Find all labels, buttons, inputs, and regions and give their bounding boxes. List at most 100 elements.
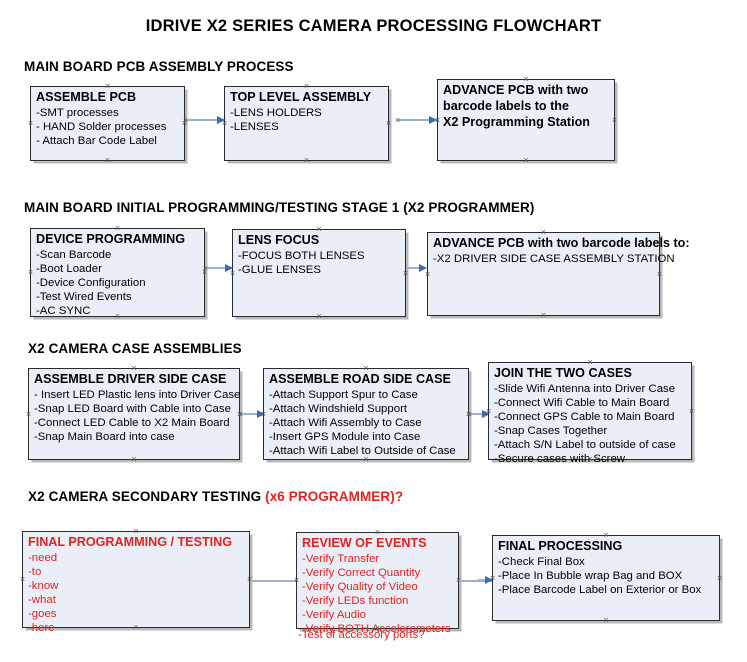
flow-box-line: -goes <box>28 608 57 621</box>
flow-box-title: ADVANCE PCB with two barcode labels to: <box>433 236 690 250</box>
flow-box-assemble-pcb[interactable]: ASSEMBLE PCB -SMT processes - HAND Solde… <box>30 86 185 161</box>
flow-box-line: -to <box>28 565 42 578</box>
connector-assemble-pcb-to-top-level-assembly[interactable] <box>186 116 225 124</box>
flow-box-line: -know <box>28 580 59 593</box>
connection-handle-left[interactable] <box>26 119 35 128</box>
connector-source-handle <box>393 116 402 125</box>
connector-device-programming-to-lens-focus[interactable] <box>206 264 233 272</box>
flow-box-title: ASSEMBLE ROAD SIDE CASE <box>269 372 451 386</box>
flow-box-line: -Attach Support Spur to Case <box>269 388 418 401</box>
flow-box-line: -Attach Wifi Label to Outside of Case <box>269 445 456 458</box>
flow-box-title: DEVICE PROGRAMMING <box>36 232 186 246</box>
flow-box-lens-focus[interactable]: LENS FOCUS -FOCUS BOTH LENSES -GLUE LENS… <box>232 229 406 317</box>
section-heading-text: X2 CAMERA SECONDARY TESTING <box>28 489 266 504</box>
flow-box-line: -Scan Barcode <box>36 248 112 261</box>
flow-box-line: -Boot Loader <box>36 262 102 275</box>
flow-box-line: -Test Wired Events <box>36 291 132 304</box>
connection-handle-right[interactable] <box>610 116 619 125</box>
connection-handle-left[interactable] <box>24 410 33 419</box>
flow-box-line: -Verify BOTH Accelerometers <box>302 623 451 636</box>
flow-box-review-of-events[interactable]: REVIEW OF EVENTS -Verify Transfer -Verif… <box>296 532 459 635</box>
connection-handle-bottom[interactable] <box>602 616 611 625</box>
flow-box-title: ASSEMBLE DRIVER SIDE CASE <box>34 372 227 386</box>
flow-box-line: -Snap LED Board with Cable into Case <box>34 402 231 415</box>
flow-box-line: -Snap Main Board into case <box>34 431 175 444</box>
connection-handle-bottom[interactable] <box>103 156 112 165</box>
connector-driver-side-to-road-side[interactable] <box>241 410 265 418</box>
flow-box-line: -X2 DRIVER SIDE CASE ASSEMBLY STATION <box>433 252 675 265</box>
section-heading-main-board-pcb-assembly: MAIN BOARD PCB ASSEMBLY PROCESS <box>24 59 294 74</box>
flow-box-line: -Connect Wifi Cable to Main Board <box>494 396 670 409</box>
flow-box-title: ASSEMBLE PCB <box>36 90 137 104</box>
connection-handle-left[interactable] <box>18 575 27 584</box>
section-heading-text: MAIN BOARD PCB ASSEMBLY PROCESS <box>24 59 294 74</box>
flow-box-line: -what <box>28 594 56 607</box>
connection-handle-right[interactable] <box>687 407 696 416</box>
connection-handle-right[interactable] <box>655 270 664 279</box>
connector-top-level-assembly-to-advance-pcb[interactable] <box>398 116 437 124</box>
flow-box-device-programming[interactable]: DEVICE PROGRAMMING -Scan Barcode -Boot L… <box>30 228 205 317</box>
section-heading-main-board-initial-programming: MAIN BOARD INITIAL PROGRAMMING/TESTING S… <box>24 200 534 215</box>
flow-box-line: barcode labels to the <box>443 98 569 113</box>
connector-lens-focus-to-advance-pcb-driver-side[interactable] <box>407 264 427 272</box>
connection-handle-bottom[interactable] <box>302 156 311 165</box>
flow-box-line: -need <box>28 551 58 564</box>
connection-handle-left[interactable] <box>26 268 35 277</box>
flow-box-title: ADVANCE PCB with two <box>443 83 589 97</box>
flow-box-final-processing[interactable]: FINAL PROCESSING -Check Final Box -Place… <box>492 535 720 621</box>
section-heading-text: MAIN BOARD INITIAL PROGRAMMING/TESTING S… <box>24 200 535 215</box>
section-heading-note: (x6 PROGRAMMER)? <box>265 489 404 504</box>
flow-box-line: -AC SYNC <box>36 305 91 318</box>
flow-box-line: -Attach Windshield Support <box>269 402 408 415</box>
flow-box-line: -SMT processes <box>36 106 119 119</box>
flow-box-line: -Connect LED Cable to X2 Main Board <box>34 417 230 430</box>
connector-final-programming-to-review-of-events[interactable] <box>250 580 296 582</box>
flow-box-line: -Attach S/N Label to outside of case <box>494 439 676 452</box>
flow-box-line: -Device Configuration <box>36 277 146 290</box>
flow-box-line: -LENSES <box>230 120 279 133</box>
connector-review-of-events-to-final-processing[interactable] <box>459 580 493 582</box>
flow-box-line: - Insert LED Plastic lens into Driver Ca… <box>34 388 241 401</box>
flow-box-top-level-assembly[interactable]: TOP LEVEL ASSEMBLY -LENS HOLDERS -LENSES <box>224 86 389 161</box>
connection-handle-bottom[interactable] <box>539 311 548 320</box>
flow-box-line: -Verify Correct Quantity <box>302 566 421 579</box>
flow-box-advance-pcb-driver-side-case[interactable]: ADVANCE PCB with two barcode labels to: … <box>427 232 690 316</box>
connection-handle-right[interactable] <box>401 269 410 278</box>
connector-arrowhead <box>257 410 265 418</box>
connection-handle-bottom[interactable] <box>130 455 139 464</box>
flow-box-line: -Check Final Box <box>498 555 585 568</box>
flow-box-title: JOIN THE TWO CASES <box>494 366 632 380</box>
connection-handle-right[interactable] <box>384 119 393 128</box>
connection-handle-bottom[interactable] <box>315 312 324 321</box>
connector-arrowhead <box>482 410 490 418</box>
section-heading-x2-camera-secondary-testing: X2 CAMERA SECONDARY TESTING (x6 PROGRAMM… <box>28 489 403 504</box>
flow-box-line: -Insert GPS Module into Case <box>269 431 421 444</box>
flow-box-line: -Verify Transfer <box>302 552 380 565</box>
connector-road-side-to-join-cases[interactable] <box>470 410 490 418</box>
connector-source-handle <box>201 264 210 273</box>
connector-arrowhead <box>419 264 427 272</box>
flow-box-assemble-road-side-case[interactable]: ASSEMBLE ROAD SIDE CASE -Attach Support … <box>263 368 469 460</box>
flow-box-title: FINAL PROCESSING <box>498 539 623 553</box>
flow-box-title: LENS FOCUS <box>238 233 320 247</box>
flow-box-line: -Verify Audio <box>302 609 366 622</box>
flow-box-line: X2 Programming Station <box>443 114 590 129</box>
connector-arrow-to-final-processing[interactable] <box>478 576 493 584</box>
flow-box-line: -Verify Quality of Video <box>302 581 418 594</box>
flow-box-join-the-two-cases[interactable]: JOIN THE TWO CASES -Slide Wifi Antenna i… <box>488 362 692 465</box>
connector-source-handle <box>465 410 474 419</box>
connector-arrowhead <box>429 116 437 124</box>
flow-box-line: -FOCUS BOTH LENSES <box>238 249 365 262</box>
connector-source-handle <box>181 116 190 125</box>
connection-handle-bottom[interactable] <box>522 156 531 165</box>
page-title: IDRIVE X2 SERIES CAMERA PROCESSING FLOWC… <box>145 17 602 35</box>
connection-handle-right[interactable] <box>715 574 724 583</box>
flow-box-title: TOP LEVEL ASSEMBLY <box>230 90 372 104</box>
flow-box-line: -LENS HOLDERS <box>230 106 322 119</box>
flow-box-assemble-driver-side-case[interactable]: ASSEMBLE DRIVER SIDE CASE - Insert LED P… <box>28 368 240 460</box>
flow-box-final-programming-testing[interactable]: FINAL PROGRAMMING / TESTING -need -to -k… <box>22 531 250 634</box>
flow-box-line: -Place In Bubble wrap Bag and BOX <box>498 569 683 582</box>
flow-box-advance-pcb-programming-station[interactable]: ADVANCE PCB with two barcode labels to t… <box>437 79 615 161</box>
connector-arrowhead <box>485 576 493 584</box>
